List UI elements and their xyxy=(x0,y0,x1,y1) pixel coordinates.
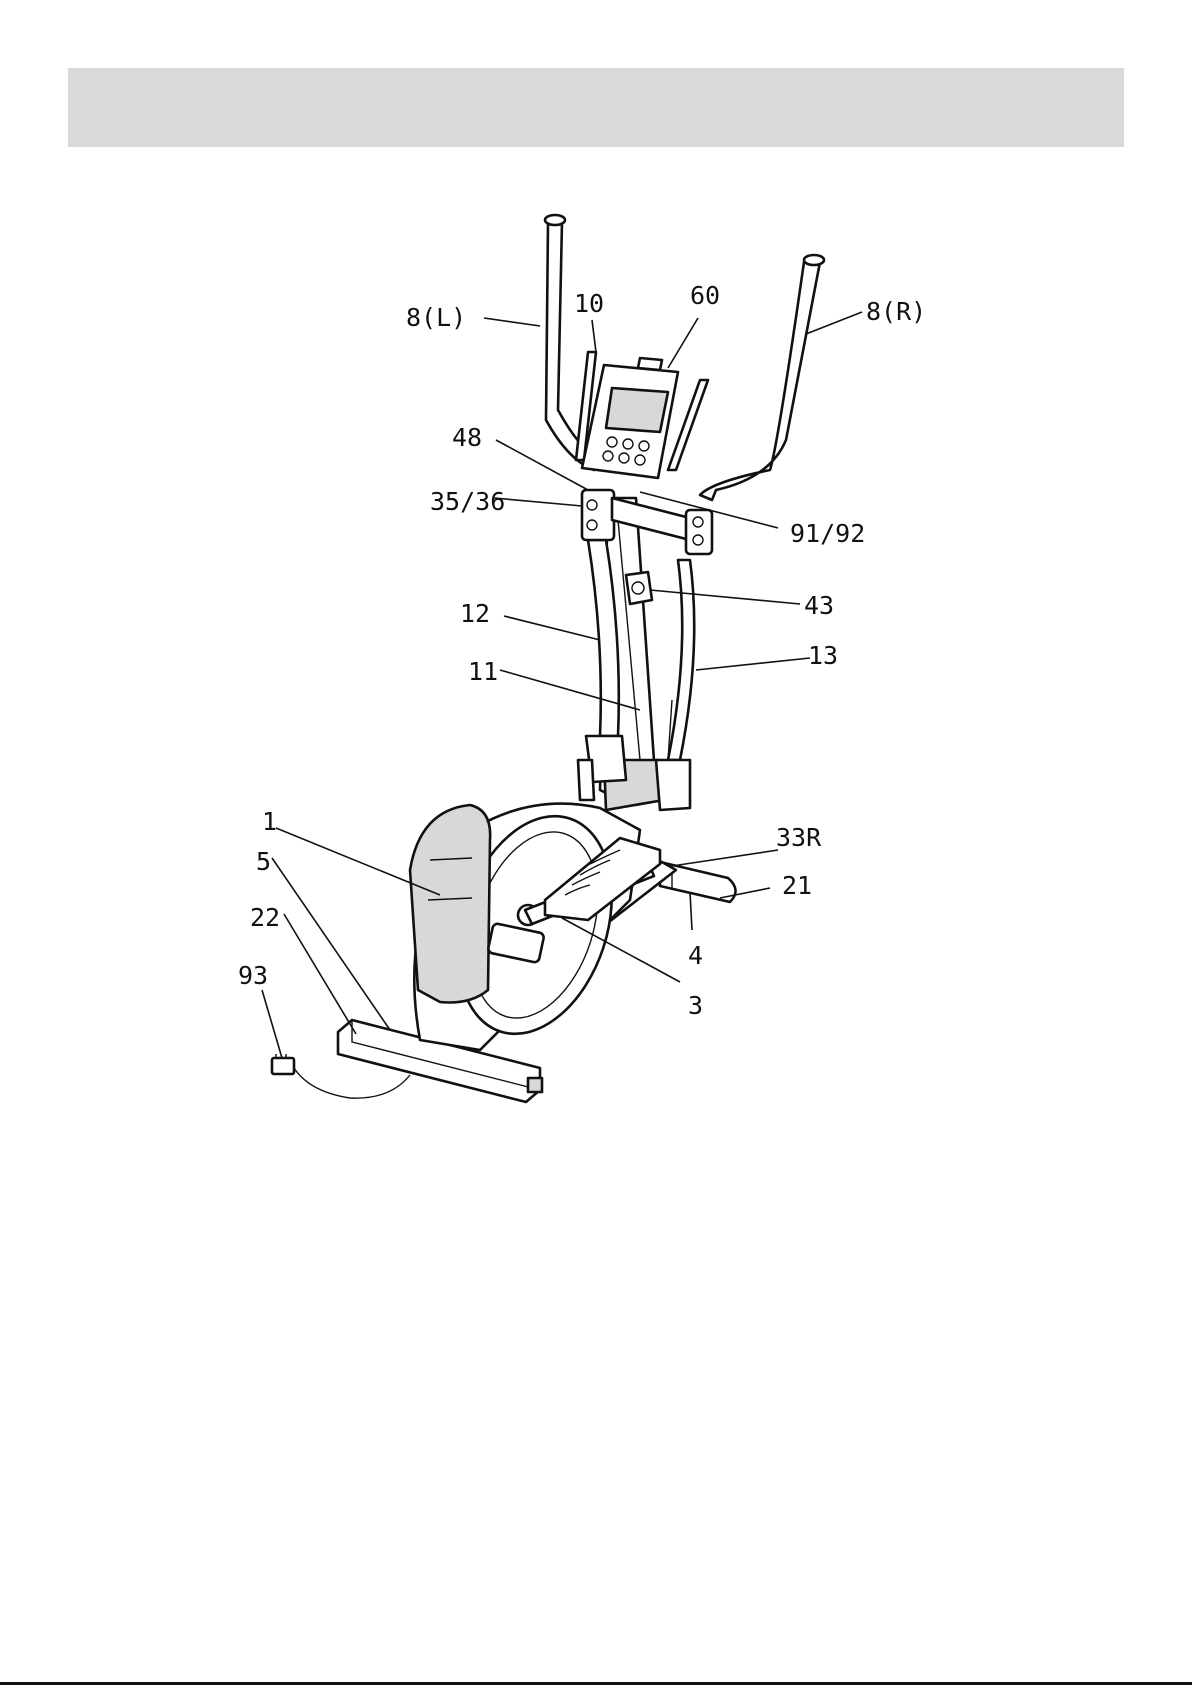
label-part-48: 48 xyxy=(452,423,482,452)
label-main-post: 11 xyxy=(468,657,498,686)
label-console: 60 xyxy=(690,281,720,310)
label-end-cap: 21 xyxy=(782,871,812,900)
label-part-22: 22 xyxy=(250,903,280,932)
machine-drawing xyxy=(272,215,824,1102)
label-housing: 1 xyxy=(262,807,277,836)
label-part-43: 43 xyxy=(804,591,834,620)
label-adapter: 93 xyxy=(238,961,268,990)
label-part-35-36: 35/36 xyxy=(430,487,505,516)
label-part-91-92: 91/92 xyxy=(790,519,865,548)
label-fixed-handle: 10 xyxy=(574,289,604,318)
label-left-arm: 12 xyxy=(460,599,490,628)
console xyxy=(582,358,678,478)
right-arm xyxy=(656,560,694,810)
label-pedal-arm: 4 xyxy=(688,941,703,970)
label-handlebar-left: 8(L) xyxy=(406,303,466,332)
label-crank: 3 xyxy=(688,991,703,1020)
label-part-5: 5 xyxy=(256,847,271,876)
label-right-arm: 13 xyxy=(808,641,838,670)
label-pedal-right: 33R xyxy=(776,823,822,852)
label-handlebar-right: 8(R) xyxy=(866,297,926,326)
